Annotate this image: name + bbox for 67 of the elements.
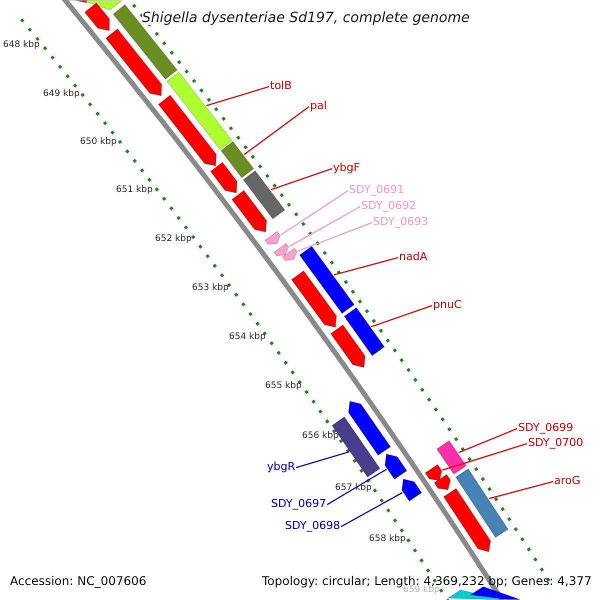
gene-block (84, 2, 110, 32)
leader-line (280, 190, 348, 236)
gene-label: ybgF (333, 162, 360, 173)
leader-line (458, 428, 518, 454)
map-title: Shigella dysenteriae Sd197, complete genome (142, 11, 470, 25)
gene-label: aroG (554, 475, 580, 486)
leader-line (244, 106, 310, 155)
gene-label: tolB (270, 80, 292, 91)
gene-block (282, 247, 298, 262)
scale-label: 649 kbp (43, 90, 80, 99)
gene-block (424, 464, 442, 482)
gene-block (220, 140, 254, 178)
gene-block (290, 270, 337, 328)
gene-label: ybgR (267, 461, 296, 472)
gene-label: SDY_0698 (285, 520, 340, 531)
gene-label: SDY_0700 (528, 437, 584, 448)
accession-text: Accession: NC_007606 (10, 575, 146, 587)
scale-label: 650 kbp (80, 138, 117, 147)
scale-label: 658 kbp (369, 535, 406, 544)
gene-label: SDY_0692 (361, 200, 416, 211)
genome-summary: Topology: circular; Length: 4,369,232 bp; Genes: 4,377 (262, 575, 592, 587)
gene-block (384, 453, 408, 480)
leader-line (326, 468, 387, 506)
gene-block (264, 230, 281, 245)
scale-label: 659 kbp (403, 586, 440, 595)
scale-label: 651 kbp (116, 186, 153, 195)
gene-block (242, 170, 286, 220)
gene-block (330, 324, 366, 368)
gene-block (68, 0, 88, 4)
gene-block (436, 440, 467, 475)
gene-label: nadA (399, 251, 428, 262)
leader-line (298, 222, 372, 252)
gene-label: pnuC (433, 299, 462, 310)
leader-line (334, 257, 398, 276)
gene-block (273, 242, 290, 256)
scale-label: 652 kbp (155, 235, 192, 244)
gene-label: SDY_0693 (373, 216, 428, 227)
gene-block (442, 488, 492, 552)
gene-block (166, 71, 233, 150)
gene-block (231, 190, 268, 233)
scale-label: 653 kbp (192, 284, 229, 293)
leader-line (270, 168, 332, 190)
scale-label: 648 kbp (3, 41, 40, 50)
gene-block (401, 478, 422, 502)
scale-label: 654 kbp (229, 333, 266, 342)
gene-label: SDY_0691 (349, 184, 404, 195)
gene-block (158, 94, 217, 167)
gene-block (455, 468, 509, 538)
gene-label: SDY_0699 (518, 422, 574, 433)
gene-block (344, 306, 386, 356)
leader-line (296, 451, 350, 468)
leader-line (488, 481, 554, 500)
gene-block (469, 586, 520, 600)
scale-label: 657 kbp (335, 484, 372, 493)
leader-line (371, 305, 432, 328)
leader-line (289, 206, 360, 247)
gene-label: pal (310, 100, 327, 111)
scale-label: 656 kbp (302, 432, 339, 441)
gene-label: SDY_0697 (271, 498, 326, 509)
leader-line (206, 86, 270, 106)
gene-block (298, 246, 355, 314)
scale-label: 655 kbp (265, 382, 302, 391)
gene-block (105, 28, 162, 96)
gene-block (348, 400, 392, 456)
leader-line (442, 443, 528, 471)
leader-line (340, 492, 403, 528)
gene-block (210, 162, 238, 194)
